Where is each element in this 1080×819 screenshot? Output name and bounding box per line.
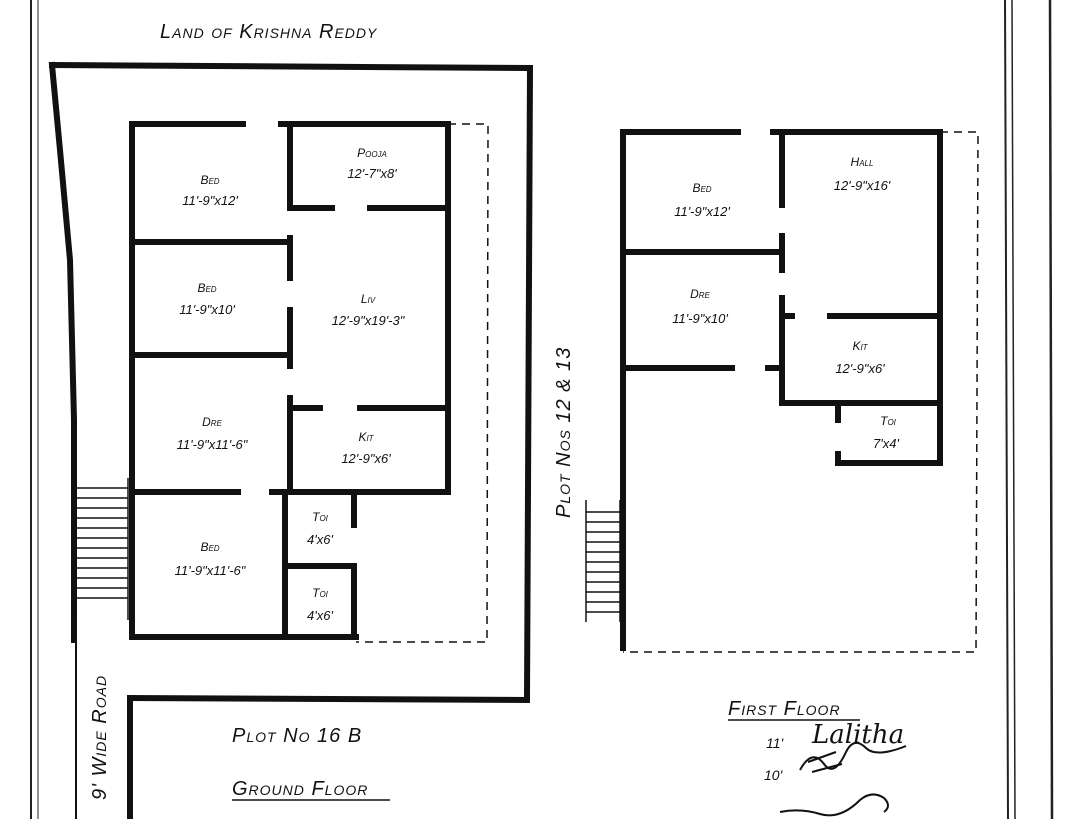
gf-room-1-name: Bed (200, 173, 219, 187)
first-floor-steps (585, 500, 621, 622)
gf-room-7-dim: 4'x6' (307, 532, 333, 547)
gf-room-1-dim: 11'-9"x12' (182, 193, 238, 208)
first-floor-title: First Floor (728, 698, 841, 720)
ff-room-2-name: Hall (851, 155, 874, 169)
ground-floor-title: Ground Floor (232, 778, 368, 800)
gf-room-8-dim: 11'-9"x11'-6" (175, 563, 247, 578)
ff-room-5-name: Toi (880, 414, 897, 428)
ff-room-1-name: Bed (692, 181, 711, 195)
plot-boundary (48, 61, 534, 819)
gf-room-7-name: Toi (312, 510, 329, 524)
signature-mark-2: 10' (764, 767, 784, 783)
gf-room-6-dim: 12'-9"x6' (341, 451, 391, 466)
ground-floor-walls (129, 121, 451, 640)
ff-room-4-dim: 12'-9"x6' (835, 361, 885, 376)
gf-room-4-name: Liv (361, 292, 376, 306)
sheet-border (30, 0, 1054, 819)
first-floor-rooms: Bed 11'-9"x12' Hall 12'-9"x16' Dre 11'-9… (672, 155, 899, 451)
gf-room-6-name: Kit (358, 430, 374, 444)
road-label: 9' Wide Road (89, 675, 111, 800)
gf-room-5-dim: 11'-9"x11'-6" (177, 437, 249, 452)
top-land-label: Land of Krishna Reddy (160, 21, 378, 43)
gf-room-3-dim: 11'-9"x10' (179, 302, 235, 317)
first-floor-projection (623, 131, 979, 653)
plot-number-label: Plot No 16 B (232, 725, 362, 747)
signature-scribble-2 (807, 751, 843, 773)
ff-room-5-dim: 7'x4' (873, 436, 899, 451)
ff-room-4-name: Kit (852, 339, 868, 353)
first-floor-walls (620, 129, 943, 651)
gf-room-4-dim: 12'-9"x19'-3" (332, 313, 406, 328)
ground-floor-rooms: Bed 11'-9"x12' Pooja 12'-7"x8' Bed 11'-9… (175, 146, 406, 623)
gf-room-3-name: Bed (197, 281, 216, 295)
signature-mark-1: 11' (766, 735, 785, 751)
signature-name: Lalitha (811, 720, 904, 750)
gf-room-9-dim: 4'x6' (307, 608, 333, 623)
ground-floor-steps (75, 478, 129, 620)
ff-room-3-name: Dre (690, 287, 710, 301)
side-plot-label: Plot Nos 12 & 13 (553, 347, 575, 518)
gf-room-5-name: Dre (202, 415, 222, 429)
gf-room-8-name: Bed (200, 540, 219, 554)
gf-room-9-name: Toi (312, 586, 329, 600)
ff-room-1-dim: 11'-9"x12' (674, 204, 730, 219)
ff-room-2-dim: 12'-9"x16' (834, 178, 891, 193)
signature-area: 11' 10' Lalitha (764, 720, 907, 817)
ground-floor-projection (356, 123, 489, 643)
signature-scribble-3 (779, 793, 889, 817)
ff-room-3-dim: 11'-9"x10' (672, 311, 728, 326)
gf-room-2-dim: 12'-7"x8' (347, 166, 397, 181)
gf-room-2-name: Pooja (357, 146, 387, 160)
